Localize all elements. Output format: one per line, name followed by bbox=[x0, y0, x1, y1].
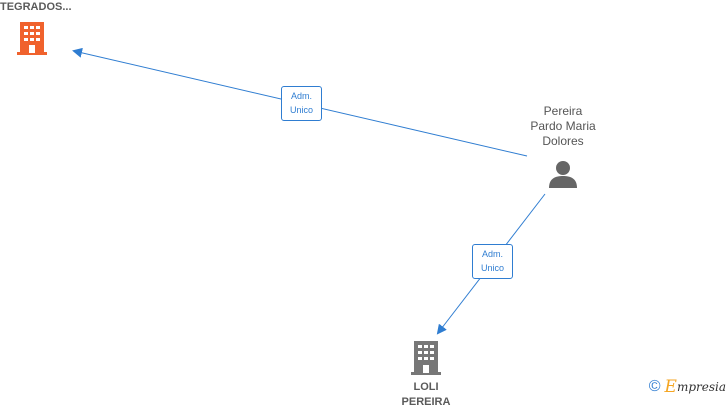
copyright-symbol: © bbox=[648, 378, 661, 395]
edge-label-adm-unico[interactable]: Adm. Unico bbox=[472, 244, 513, 279]
person-label[interactable]: Pereira Pardo Maria Dolores bbox=[517, 104, 609, 149]
company-top-label[interactable]: TEGRADOS... bbox=[0, 1, 72, 13]
company-bottom-label[interactable]: LOLI PEREIRA bbox=[386, 380, 466, 410]
person-label-line: Dolores bbox=[542, 134, 584, 148]
person-icon[interactable] bbox=[548, 159, 578, 189]
edge-label-line: Adm. bbox=[290, 91, 312, 101]
empresia-logo[interactable]: © E mpresia bbox=[649, 377, 726, 397]
brand-initial: E bbox=[664, 377, 677, 397]
person-label-line: Pereira bbox=[543, 104, 583, 118]
edge-label-line: Unico bbox=[480, 263, 504, 273]
brand-name: mpresia bbox=[676, 380, 726, 394]
person-label-line: Pardo Maria bbox=[530, 119, 596, 133]
edge-label-line: Unico bbox=[289, 105, 313, 115]
edge-label-line: Adm. bbox=[481, 249, 503, 259]
relationship-graph bbox=[72, 47, 546, 335]
company-bottom-label-line: LOLI bbox=[413, 381, 439, 393]
building-icon[interactable] bbox=[411, 341, 441, 375]
company-bottom-label-line: PEREIRA bbox=[401, 396, 451, 408]
building-icon[interactable] bbox=[17, 22, 47, 55]
edge-label-adm-unico[interactable]: Adm. Unico bbox=[281, 86, 322, 121]
